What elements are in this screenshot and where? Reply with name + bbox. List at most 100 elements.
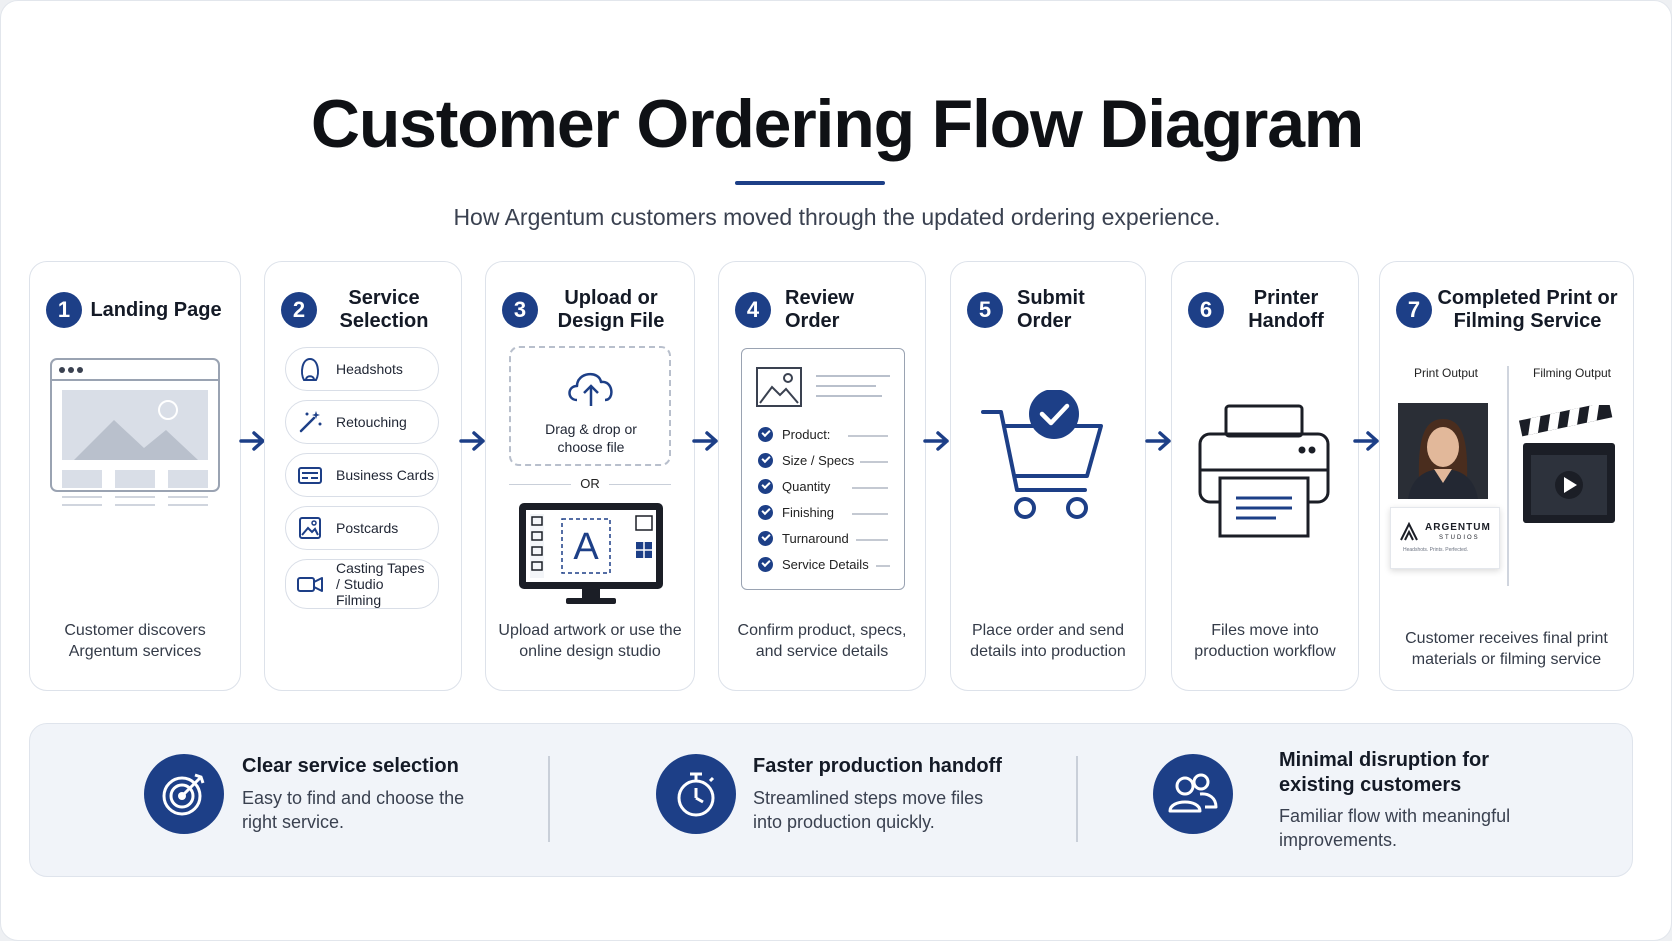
cloud-upload-icon — [568, 373, 613, 406]
check-circle-icon — [758, 427, 773, 442]
panel-divider — [1076, 756, 1078, 842]
step-title: Completed Print or Filming Service — [1437, 287, 1618, 332]
design-canvas-letter: A — [573, 526, 599, 568]
image-icon — [299, 517, 321, 539]
benefit-faster-handoff: Faster production handoff Streamlined st… — [550, 724, 1105, 878]
clapperboard-icon — [1519, 405, 1615, 523]
check-circle-icon — [758, 505, 773, 520]
arrow-right-icon — [239, 431, 265, 451]
step-number-badge: 2 — [281, 292, 317, 328]
step-description: Upload artwork or use the online design … — [498, 622, 682, 660]
step-number-badge: 7 — [1396, 292, 1432, 328]
arrow-right-icon — [923, 431, 949, 451]
logo-tagline: Headshots. Prints. Perfected. — [1403, 547, 1469, 553]
logo-name: ARGENTUM — [1425, 522, 1491, 533]
step-description: Files move into production workflow — [1194, 622, 1336, 660]
service-label: Casting Tapes / Studio Filming — [336, 560, 425, 608]
page-title: Customer Ordering Flow Diagram — [310, 86, 1364, 162]
video-camera-icon — [297, 577, 323, 592]
arrow-right-icon — [459, 431, 485, 451]
checklist-item: Finishing — [758, 505, 834, 520]
title-underline — [735, 181, 885, 185]
stopwatch-icon — [656, 754, 736, 834]
step-description: Customer discovers Argentum services — [64, 622, 206, 660]
business-card-icon — [298, 467, 322, 484]
benefit-text: Easy to find and choose the right servic… — [242, 788, 465, 832]
step-card-landing-page: 1 Landing Page Customer discovers Argent… — [29, 261, 241, 691]
magic-wand-icon — [299, 411, 322, 433]
users-icon — [1153, 754, 1233, 834]
benefit-minimal-disruption: Minimal disruption for existing customer… — [1105, 724, 1625, 878]
drop-zone-text: Drag & drop or choose file — [545, 421, 637, 455]
step-number-badge: 5 — [967, 292, 1003, 328]
service-label: Postcards — [336, 520, 399, 536]
headshot-photo — [1398, 403, 1488, 499]
arrow-right-icon — [1145, 431, 1171, 451]
checklist-item: Quantity — [758, 479, 830, 494]
step-card-printer-handoff: 6 Printer Handoff Files move into produc… — [1171, 261, 1359, 691]
filming-output-label: Filming Output — [1532, 366, 1612, 380]
checklist-item: Product: — [758, 427, 830, 442]
step-card-completed-service: 7 Completed Print or Filming Service Pri… — [1379, 261, 1634, 691]
checklist-item: Service Details — [758, 557, 869, 572]
service-option-business-cards[interactable]: Business Cards — [285, 453, 439, 497]
panel-divider — [548, 756, 550, 842]
arrow-right-icon — [1353, 431, 1379, 451]
check-circle-icon — [758, 479, 773, 494]
browser-text-lines — [62, 496, 208, 506]
service-label: Headshots — [336, 361, 403, 377]
step-title: Printer Handoff — [1248, 287, 1324, 332]
headshot-icon — [301, 357, 319, 381]
step-description: Place order and send details into produc… — [970, 622, 1126, 660]
step-description: Customer receives final print materials … — [1405, 630, 1608, 668]
page-subtitle: How Argentum customers moved through the… — [453, 204, 1221, 230]
step-card-review-order: 4 Review Order Product: Size / Specs Qua… — [718, 261, 926, 691]
step-title: Review Order — [785, 287, 854, 332]
arrow-right-icon — [692, 431, 718, 451]
browser-window-icon — [50, 358, 220, 492]
step-description: Confirm product, specs, and service deta… — [737, 622, 907, 660]
logo-subname: STUDIOS — [1439, 535, 1480, 541]
service-label: Retouching — [336, 414, 407, 430]
step-number-badge: 4 — [735, 292, 771, 328]
target-icon — [144, 754, 224, 834]
service-option-headshots[interactable]: Headshots — [285, 347, 439, 391]
argentum-logo-mark — [1400, 522, 1418, 541]
step-title: Service Selection — [339, 287, 429, 332]
step-number-badge: 1 — [46, 292, 82, 328]
service-option-casting-tapes[interactable]: Casting Tapes / Studio Filming — [285, 559, 439, 609]
step-card-service-selection: 2 Service Selection Headshots Retouching… — [264, 261, 462, 691]
checklist-item: Size / Specs — [758, 453, 854, 468]
printer-icon — [1198, 404, 1330, 538]
step-number-badge: 6 — [1188, 292, 1224, 328]
service-label: Business Cards — [336, 467, 435, 483]
benefit-title: Clear service selection — [242, 755, 459, 777]
benefit-title: Faster production handoff — [753, 755, 1002, 777]
check-circle-icon — [758, 453, 773, 468]
output-divider — [1507, 366, 1509, 586]
image-thumbnail-icon — [756, 367, 802, 407]
check-circle-icon — [758, 557, 773, 572]
or-divider: OR — [509, 476, 671, 492]
step-card-submit-order: 5 Submit Order Place order and send deta… — [950, 261, 1146, 691]
print-output-label: Print Output — [1413, 366, 1479, 380]
benefit-text: Familiar flow with meaningful improvemen… — [1279, 806, 1511, 850]
design-studio-monitor-icon — [519, 503, 663, 604]
step-card-upload-design: 3 Upload or Design File Drag & drop or c… — [485, 261, 695, 691]
file-drop-zone[interactable]: Drag & drop or choose file — [509, 346, 671, 466]
step-title: Submit Order — [1017, 287, 1085, 332]
benefit-title: Minimal disruption for existing customer… — [1279, 749, 1489, 796]
or-label: OR — [580, 476, 600, 491]
check-circle-icon — [758, 531, 773, 546]
benefit-clear-selection: Clear service selection Easy to find and… — [30, 724, 550, 878]
step-number-badge: 3 — [502, 292, 538, 328]
benefits-panel: Clear service selection Easy to find and… — [29, 723, 1633, 877]
shopping-cart-check-icon — [981, 390, 1103, 519]
step-title: Landing Page — [90, 298, 222, 321]
step-title: Upload or Design File — [557, 287, 665, 332]
service-option-postcards[interactable]: Postcards — [285, 506, 439, 550]
benefit-text: Streamlined steps move files into produc… — [753, 788, 984, 832]
service-option-retouching[interactable]: Retouching — [285, 400, 439, 444]
order-summary-sheet: Product: Size / Specs Quantity Finishing… — [741, 348, 905, 590]
